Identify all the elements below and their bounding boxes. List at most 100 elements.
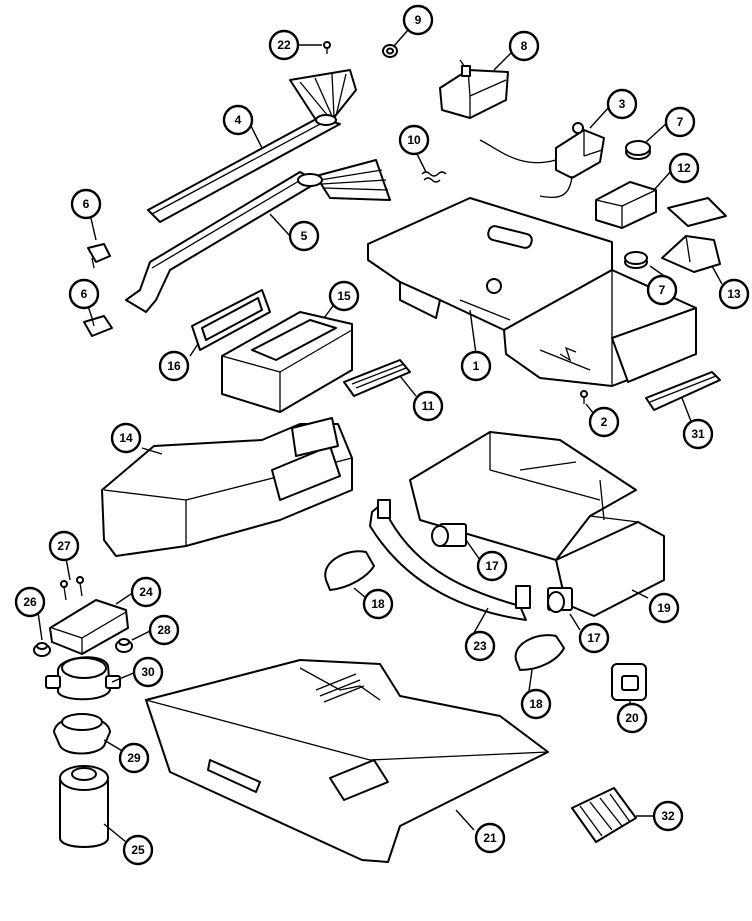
svg-text:9: 9 [415, 13, 422, 27]
svg-text:2: 2 [601, 415, 608, 429]
svg-text:16: 16 [167, 359, 181, 373]
callout-5: 5 [288, 220, 320, 252]
part-26-nut [33, 642, 51, 657]
callout-25: 25 [122, 834, 154, 866]
callout-19: 19 [648, 592, 680, 624]
callout-31: 31 [682, 418, 714, 450]
part-11-grille [343, 359, 411, 397]
part-21-pan [145, 659, 549, 863]
callout-28: 28 [148, 614, 180, 646]
svg-text:10: 10 [407, 133, 421, 147]
svg-text:19: 19 [657, 601, 671, 615]
part-17-socket-lower [547, 587, 573, 613]
callout-10: 10 [398, 124, 430, 156]
callout-20: 20 [616, 702, 648, 734]
part-22-screw [323, 41, 331, 54]
svg-text:8: 8 [521, 39, 528, 53]
callout-29: 29 [118, 742, 150, 774]
callout-7-upper: 7 [664, 106, 696, 138]
callout-30: 30 [132, 656, 164, 688]
part-31-strip [645, 371, 721, 411]
part-14-duct [101, 417, 353, 557]
svg-text:4: 4 [235, 113, 242, 127]
svg-text:26: 26 [23, 595, 37, 609]
svg-text:28: 28 [157, 623, 171, 637]
svg-text:21: 21 [483, 831, 497, 845]
svg-text:14: 14 [119, 431, 133, 445]
part-25-filter [59, 765, 109, 848]
callout-6-lower: 6 [68, 278, 100, 310]
callout-13: 13 [718, 278, 750, 310]
svg-text:32: 32 [661, 809, 675, 823]
part-16-frame [191, 289, 271, 351]
part-5-arm [125, 159, 391, 313]
svg-text:11: 11 [422, 399, 435, 413]
callout-7-lower: 7 [646, 274, 678, 306]
callout-18-upper: 18 [362, 588, 394, 620]
svg-text:5: 5 [301, 229, 308, 243]
svg-text:24: 24 [139, 585, 153, 599]
svg-text:12: 12 [677, 161, 691, 175]
part-1-housing [367, 197, 697, 387]
part-4-arm [147, 69, 357, 223]
callout-27: 27 [48, 530, 80, 562]
part-30-filter-head [45, 656, 121, 701]
callout-11: 11 [412, 390, 444, 422]
svg-text:7: 7 [659, 283, 666, 297]
svg-text:13: 13 [727, 287, 741, 301]
callout-2: 2 [588, 406, 620, 438]
callout-26: 26 [14, 586, 46, 618]
part-3-thermostat [479, 122, 605, 199]
part-2-screw [580, 390, 588, 404]
svg-text:6: 6 [83, 197, 90, 211]
callout-14: 14 [110, 422, 142, 454]
part-17-socket-upper [431, 523, 467, 547]
part-6-clip-lower [83, 315, 113, 337]
part-23-bail [369, 499, 531, 621]
part-7-knob-upper [625, 140, 651, 160]
svg-text:17: 17 [587, 631, 601, 645]
callout-17-upper: 17 [476, 550, 508, 582]
callout-32: 32 [652, 800, 684, 832]
callout-17-lower: 17 [578, 622, 610, 654]
callout-24: 24 [130, 576, 162, 608]
svg-text:23: 23 [473, 639, 487, 653]
callout-18-lower: 18 [520, 688, 552, 720]
svg-text:1: 1 [473, 359, 480, 373]
callout-9: 9 [402, 4, 434, 36]
svg-text:7: 7 [677, 115, 684, 129]
callout-3: 3 [606, 88, 638, 120]
svg-text:18: 18 [371, 597, 385, 611]
svg-text:30: 30 [141, 665, 155, 679]
svg-text:29: 29 [127, 751, 141, 765]
svg-text:18: 18 [529, 697, 543, 711]
callout-8: 8 [508, 30, 540, 62]
svg-text:20: 20 [625, 711, 639, 725]
svg-text:6: 6 [81, 287, 88, 301]
svg-text:25: 25 [131, 843, 145, 857]
part-32-coil [571, 787, 637, 843]
callout-16: 16 [158, 350, 190, 382]
part-18-bulb-upper [324, 550, 375, 591]
part-28-nut [115, 638, 133, 653]
svg-text:22: 22 [277, 38, 291, 52]
svg-text:15: 15 [337, 289, 351, 303]
svg-text:27: 27 [57, 539, 71, 553]
part-10-spring [421, 171, 447, 183]
callout-12: 12 [668, 152, 700, 184]
callout-21: 21 [474, 822, 506, 854]
svg-text:31: 31 [691, 427, 705, 441]
part-20-switch [611, 663, 647, 701]
part-8-control [439, 59, 509, 119]
callout-4: 4 [222, 104, 254, 136]
part-15-duct [221, 311, 353, 413]
part-12-bracket [595, 181, 657, 229]
callout-22: 22 [268, 29, 300, 61]
part-9-washer [382, 44, 398, 58]
callout-15: 15 [328, 280, 360, 312]
part-24-plate [49, 599, 129, 655]
callout-1: 1 [460, 350, 492, 382]
part-18-bulb-lower [514, 634, 565, 671]
part-27-screws [60, 576, 84, 601]
